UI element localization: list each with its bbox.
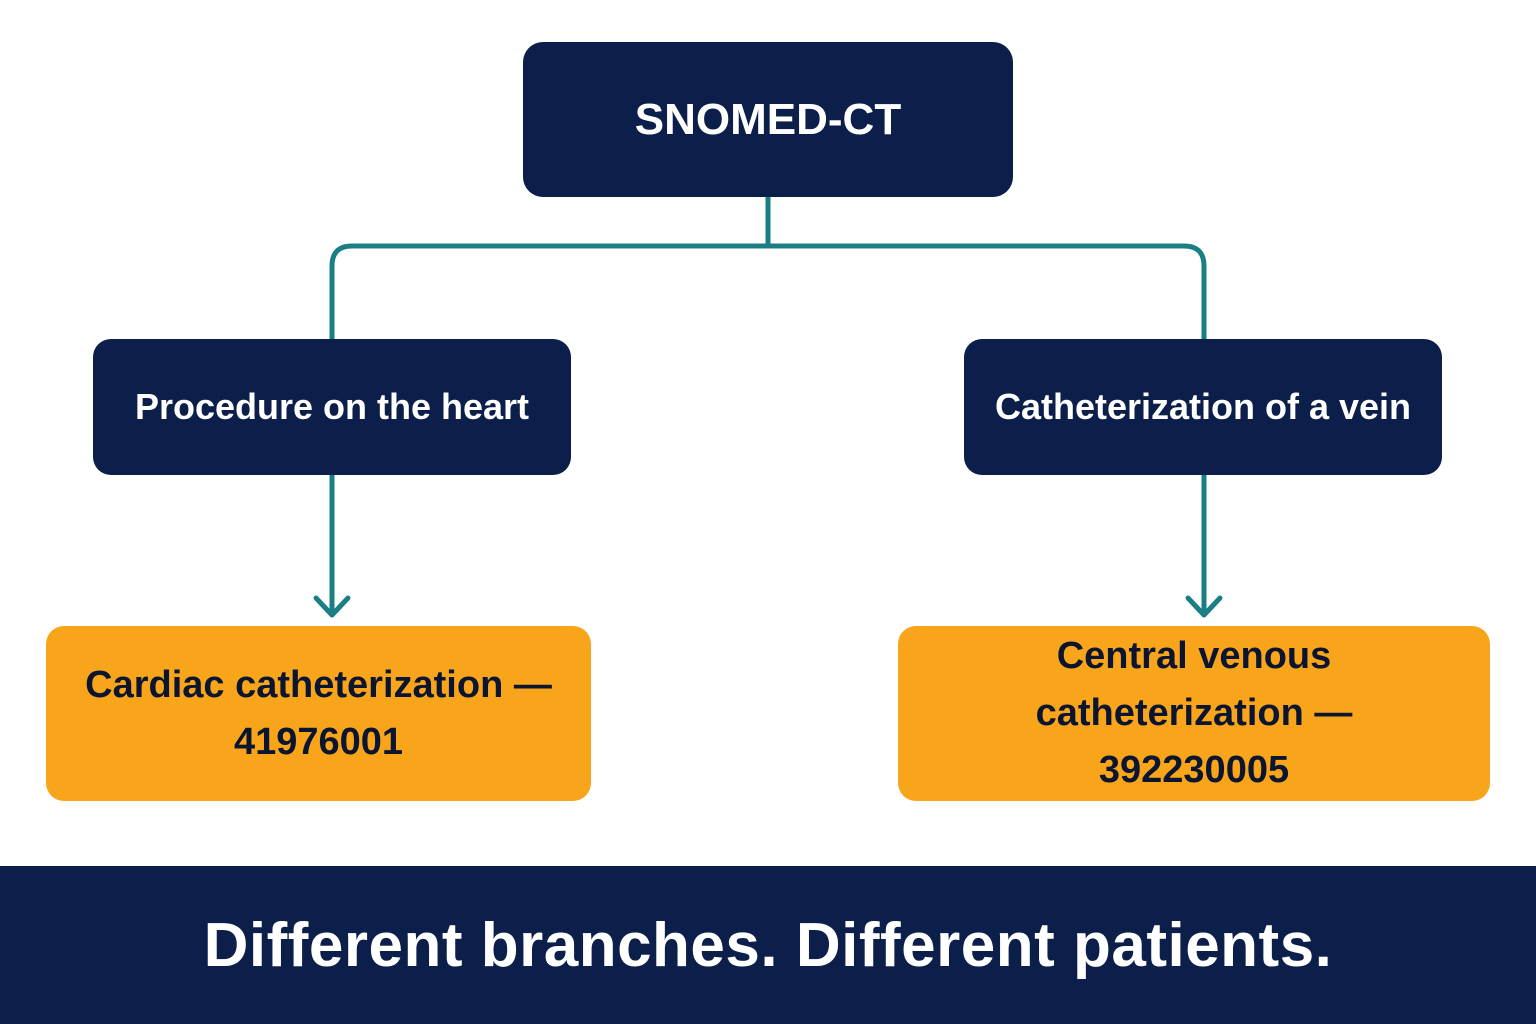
category-node-heart: Procedure on the heart: [93, 339, 571, 475]
banner-text: Different branches. Different patients.: [203, 910, 1333, 980]
concept-code: 41976001: [233, 720, 404, 763]
concept-node-cardiac: Cardiac catheterization — 41976001: [46, 626, 591, 801]
connector-branch-right: [768, 243, 1207, 339]
footer-banner: Different branches. Different patients.: [0, 866, 1536, 1024]
concept-code: 392230005: [1098, 749, 1290, 791]
concept-node-central-venous: Central venous catheterization — 3922300…: [898, 626, 1490, 801]
connector-branch-left: [329, 243, 768, 339]
root-node: SNOMED-CT: [523, 42, 1013, 197]
arrow-head-left: [313, 595, 351, 618]
concept-name: Central venous catheterization —: [1035, 635, 1353, 734]
category-label: Procedure on the heart: [134, 386, 530, 427]
concept-name: Cardiac catheterization —: [85, 663, 552, 706]
root-label: SNOMED-CT: [634, 94, 902, 144]
category-label: Catheterization of a vein: [994, 386, 1412, 427]
category-node-vein: Catheterization of a vein: [964, 339, 1442, 475]
arrow-head-right: [1185, 595, 1223, 618]
